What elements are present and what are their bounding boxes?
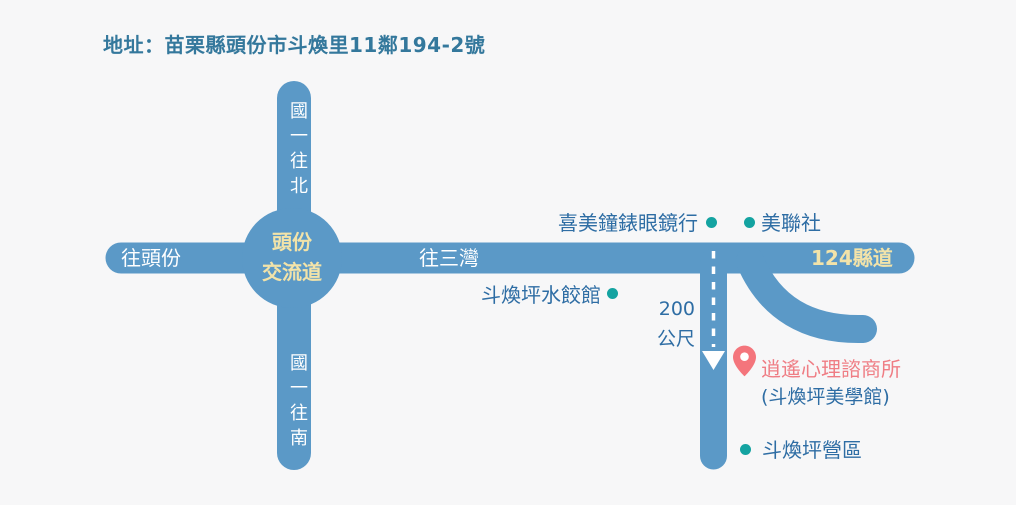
to-toufen-label: 往頭份 [121,246,181,270]
interchange-label-line1: 頭份 [272,230,312,254]
landmark-camp-label: 斗煥坪營區 [762,438,862,462]
to-sanwan-label: 往三灣 [419,246,479,270]
curved-ramp-road [736,247,877,344]
address-title: 地址：苗栗縣頭份市斗煥里11鄰194-2號 [103,33,486,57]
destination-pin-icon [733,345,756,377]
destination-name: 逍遙心理諮商所 [761,357,901,381]
interchange-label: 頭份 交流道 [242,227,342,287]
destination-subtitle: (斗煥坪美學館) [761,386,890,408]
landmark-dumpling-label: 斗煥坪水餃館 [481,283,601,307]
highway-north-label: 國一往北 [287,101,308,201]
distance-unit: 公尺 [656,328,695,350]
interchange-label-line2: 交流道 [262,260,322,284]
interchange-circle [242,208,342,308]
landmark-watch-shop-dot [706,217,717,228]
pin-hole [740,352,749,361]
landmark-ap-store-dot [744,217,755,228]
landmark-dumpling-dot [607,288,618,299]
route-arrow-icon [702,351,725,370]
landmark-camp-dot [740,444,751,455]
county-road-label: 124縣道 [811,246,893,270]
landmark-watch-shop-label: 喜美鐘錶眼鏡行 [558,211,698,235]
highway-south-label: 國一往南 [287,353,308,453]
distance-value: 200 [658,298,695,320]
distance-label: 200 公尺 [628,294,695,354]
landmark-ap-store-label: 美聯社 [761,211,821,235]
